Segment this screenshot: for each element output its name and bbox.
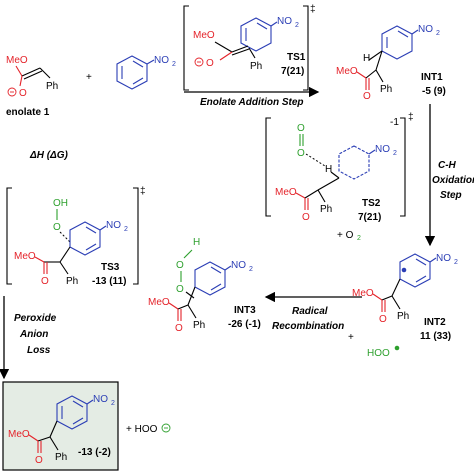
int2-label: INT2: [424, 317, 446, 328]
ts2-label: TS2: [362, 198, 381, 209]
svg-text:NO: NO: [277, 16, 292, 27]
svg-text:2: 2: [295, 22, 299, 29]
hoo-radical-dot-icon: [394, 345, 400, 351]
svg-text:H: H: [363, 53, 370, 64]
svg-text:2: 2: [393, 150, 397, 157]
ts1-structure: ‡ NO 2 MeO O Ph TS1 7(21): [183, 4, 316, 91]
int1-structure: NO 2 H MeO O Ph INT1 -5 (9): [336, 24, 446, 102]
svg-text:NO: NO: [106, 220, 121, 231]
svg-text:‡: ‡: [140, 186, 146, 197]
svg-text:NO: NO: [418, 24, 433, 35]
svg-text:2: 2: [111, 400, 115, 407]
int2-structure: NO 2 MeO O Ph INT2 11 (33): [352, 253, 458, 342]
plus-sign: +: [86, 72, 92, 83]
anion-label: Anion: [19, 329, 48, 340]
dh-dg-label: ΔH (ΔG): [29, 150, 69, 161]
svg-text:O: O: [176, 260, 184, 271]
svg-text:NO: NO: [375, 144, 390, 155]
ts1-label: TS1: [287, 52, 306, 63]
svg-text:O: O: [41, 276, 49, 287]
svg-text:Ph: Ph: [66, 276, 78, 287]
svg-text:O: O: [297, 123, 305, 134]
svg-text:Ph: Ph: [250, 61, 262, 72]
product-hoo-label: + HOO: [126, 424, 158, 435]
ts1-value: 7(21): [281, 66, 304, 77]
svg-text:2: 2: [357, 235, 361, 242]
svg-text:2: 2: [172, 61, 176, 68]
int3-label: INT3: [234, 305, 256, 316]
svg-text:O: O: [35, 455, 43, 466]
hoo-radical-label: HOO: [367, 348, 390, 359]
product-value: -13 (-2): [78, 447, 111, 458]
minus-charge-icon: [7, 87, 17, 97]
svg-text:NO: NO: [436, 253, 451, 264]
ts2-value: 7(21): [358, 212, 381, 223]
svg-text:-1: -1: [390, 117, 399, 128]
svg-text:Ph: Ph: [320, 204, 332, 215]
svg-text:O: O: [302, 212, 310, 223]
svg-text:2: 2: [436, 30, 440, 37]
ts2-structure: -1 ‡ O O H NO 2 MeO O Ph TS2 7(21): [265, 112, 414, 223]
svg-text:O: O: [379, 314, 387, 325]
enolate-1-label: enolate 1: [6, 107, 50, 118]
svg-text:Ph: Ph: [193, 320, 205, 331]
svg-text:O: O: [206, 58, 214, 69]
enolate-addition-step-label: Enolate Addition Step: [200, 97, 304, 108]
svg-text:OH: OH: [53, 198, 68, 209]
svg-text:MeO: MeO: [8, 429, 30, 440]
svg-text:MeO: MeO: [336, 66, 358, 77]
ch-oxidation-label-3: Step: [440, 190, 462, 201]
svg-text:O: O: [53, 222, 61, 233]
ph-label: Ph: [46, 81, 58, 92]
o-minus-label: O: [19, 88, 27, 99]
svg-text:H: H: [193, 237, 200, 248]
int1-value: -5 (9): [422, 86, 446, 97]
ch-oxidation-label-2: Oxidation: [432, 175, 474, 186]
no2-label: NO: [154, 55, 169, 66]
minus-charge-icon-hoo: [161, 423, 171, 433]
nitrobenzene-structure: NO 2: [116, 55, 176, 90]
recombination-label: Recombination: [272, 321, 344, 332]
svg-text:H: H: [325, 164, 332, 175]
int2-value: 11 (33): [420, 331, 451, 342]
svg-text:MeO: MeO: [148, 297, 170, 308]
o2-label: + O: [337, 230, 354, 241]
int3-value: -26 (-1): [228, 319, 261, 330]
svg-text:2: 2: [124, 226, 128, 233]
radical-dot-icon: [401, 267, 407, 273]
svg-text:NO: NO: [93, 394, 108, 405]
int1-label: INT1: [421, 72, 443, 83]
svg-text:Ph: Ph: [380, 84, 392, 95]
svg-text:MeO: MeO: [14, 251, 36, 262]
svg-text:MeO: MeO: [352, 288, 374, 299]
meo-label: MeO: [6, 55, 28, 66]
svg-text:MeO: MeO: [193, 30, 215, 41]
svg-text:MeO: MeO: [275, 187, 297, 198]
int3-structure: H O O NO 2 MeO O Ph INT3 -26 (-1): [148, 237, 261, 334]
svg-text:Ph: Ph: [55, 452, 67, 463]
svg-text:‡: ‡: [408, 112, 414, 123]
ts3-structure: ‡ OH O NO 2 MeO O Ph TS3 -13 (11): [6, 186, 146, 287]
svg-text:Ph: Ph: [397, 311, 409, 322]
radical-label: Radical: [292, 306, 328, 317]
product-box: NO 2 MeO O Ph -13 (-2): [2, 381, 119, 471]
loss-label: Loss: [27, 345, 51, 356]
ch-oxidation-label-1: C-H: [438, 160, 457, 171]
ts3-label: TS3: [101, 262, 120, 273]
svg-text:NO: NO: [231, 260, 246, 271]
plus-sign-int2: +: [348, 332, 354, 343]
svg-text:O: O: [176, 284, 184, 295]
svg-text:2: 2: [249, 266, 253, 273]
peroxide-label: Peroxide: [14, 313, 57, 324]
svg-text:O: O: [363, 91, 371, 102]
svg-text:O: O: [175, 323, 183, 334]
enolate-1-structure: MeO O Ph enolate 1: [6, 55, 58, 118]
ts3-value: -13 (11): [92, 276, 126, 287]
svg-text:2: 2: [454, 259, 458, 266]
svg-text:O: O: [297, 148, 305, 159]
svg-text:‡: ‡: [310, 4, 316, 15]
